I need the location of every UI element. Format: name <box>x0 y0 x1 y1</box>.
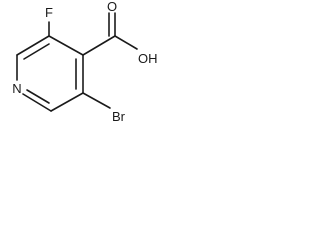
bond-c5-bromine <box>82 92 111 109</box>
bond-c4-carboxyl-carbon <box>82 35 116 56</box>
bond-carboxyl-hydroxyl <box>114 35 138 50</box>
hydroxyl-label: OH <box>138 51 158 66</box>
ring-nitrogen-label: N <box>12 81 21 96</box>
bond-c5-c6 <box>50 92 84 112</box>
bond-c3-c4 <box>48 35 84 56</box>
bond-c6-n1 <box>22 93 52 112</box>
bond-c2-c3 <box>16 35 50 56</box>
bond-c6-n1-inner <box>26 89 50 104</box>
fluorine-label: F <box>45 5 53 20</box>
bromine-label: Br <box>112 109 126 124</box>
carbonyl-oxygen-label: O <box>107 0 117 14</box>
molecule-structure-diagram: F O OH N Br <box>12 0 158 124</box>
bond-c2-c3-inner <box>23 43 50 60</box>
